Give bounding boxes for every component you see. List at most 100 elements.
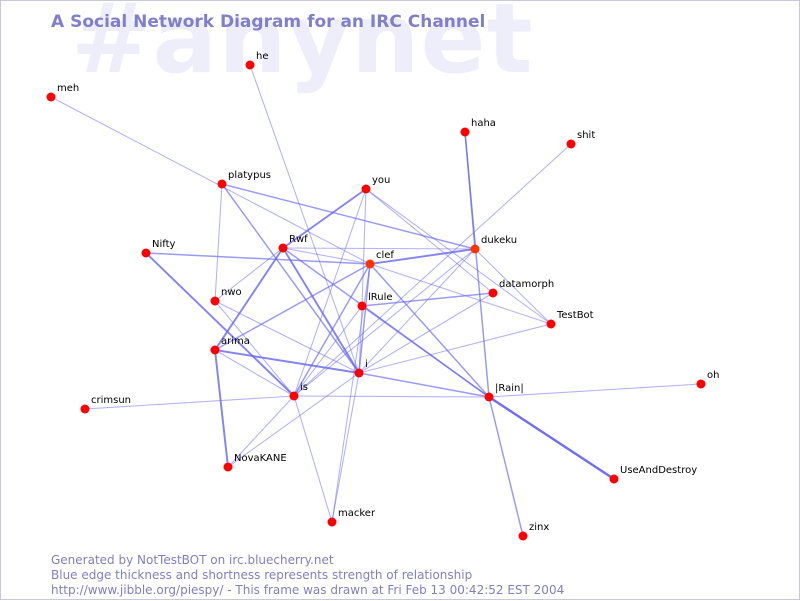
footer-generated-by: Generated by NotTestBOT on irc.bluecherr… xyxy=(51,553,334,567)
node-dot xyxy=(488,288,498,298)
node-meh: meh xyxy=(46,83,79,102)
node-lRainl: |Rain| xyxy=(484,383,524,402)
node-dot xyxy=(609,474,619,484)
node-label: crimsun xyxy=(91,395,131,406)
edge-layer xyxy=(50,64,702,537)
edge-lRule-datamorph xyxy=(361,292,494,307)
edge-lRule-lRainl xyxy=(361,305,490,398)
node-platypus: platypus xyxy=(217,170,271,189)
node-dot xyxy=(354,368,364,378)
node-is: is xyxy=(289,382,308,401)
edge-nwo-is xyxy=(214,300,295,397)
edge-shit-is xyxy=(293,143,572,397)
node-nwo: nwo xyxy=(210,287,242,306)
node-dot xyxy=(80,404,90,414)
node-he: he xyxy=(245,51,269,70)
edge-he-i xyxy=(249,64,360,374)
edge-Rwf-dukeku xyxy=(282,247,476,250)
node-arima: arima xyxy=(210,336,250,355)
edge-i-macker xyxy=(331,372,360,523)
node-Rwf: Rwf xyxy=(278,234,308,253)
node-label: UseAndDestroy xyxy=(620,465,697,476)
node-label: dukeku xyxy=(481,235,517,246)
edge-Nifty-clef xyxy=(145,252,371,265)
edge-nwo-i xyxy=(214,300,360,374)
edge-dukeku-TestBot xyxy=(474,248,552,325)
node-clef: clef xyxy=(365,250,394,269)
node-label: lRule xyxy=(368,292,393,303)
node-dot xyxy=(223,462,233,472)
node-you: you xyxy=(361,175,390,194)
edge-clef-dukeku xyxy=(369,248,476,265)
edge-Rwf-nwo xyxy=(214,247,284,302)
node-label: arima xyxy=(221,336,250,347)
node-haha: haha xyxy=(460,118,496,137)
edge-clef-is xyxy=(293,263,371,397)
edge-clef-arima xyxy=(214,263,371,351)
node-dot xyxy=(361,184,371,194)
node-label: macker xyxy=(338,508,376,519)
node-dot xyxy=(278,243,288,253)
edge-is-crimsun xyxy=(84,395,295,410)
edge-i-datamorph xyxy=(358,292,494,374)
node-dot xyxy=(357,301,367,311)
footer-url-timestamp: http://www.jibble.org/piespy/ - This fra… xyxy=(51,583,565,597)
node-label: he xyxy=(256,51,269,62)
node-dot xyxy=(696,379,706,389)
node-dot xyxy=(566,139,576,149)
node-label: i xyxy=(365,359,368,370)
node-dot xyxy=(470,244,480,254)
edge-Nifty-is xyxy=(145,252,295,397)
edge-i-NovaKANE xyxy=(227,372,360,468)
node-dot xyxy=(327,517,337,527)
node-shit: shit xyxy=(566,130,595,149)
node-Nifty: Nifty xyxy=(141,239,176,258)
node-dot xyxy=(217,179,227,189)
edge-you-datamorph xyxy=(365,188,494,294)
edge-you-lRule xyxy=(361,188,367,307)
edge-i-lRainl xyxy=(358,372,490,398)
edge-lRule-i xyxy=(358,305,363,374)
edge-lRainl-UseAndDestroy xyxy=(488,395,615,481)
footer: Generated by NotTestBOT on irc.bluecherr… xyxy=(51,553,564,598)
node-dukeku: dukeku xyxy=(470,235,517,254)
edge-arima-NovaKANE xyxy=(214,349,229,468)
node-datamorph: datamorph xyxy=(488,279,554,298)
node-oh: oh xyxy=(696,370,719,389)
node-i: i xyxy=(354,359,368,378)
node-label: NovaKANE xyxy=(234,453,287,464)
edge-you-Rwf xyxy=(282,188,367,249)
edge-haha-lRainl xyxy=(464,131,490,398)
edge-lRule-is xyxy=(293,305,363,397)
edge-lRainl-oh xyxy=(488,383,702,398)
node-dot xyxy=(46,92,56,102)
node-zinx: zinx xyxy=(518,522,549,541)
edge-Rwf-i xyxy=(282,247,360,374)
node-dot xyxy=(245,60,255,70)
channel-watermark: #anynet xyxy=(71,0,534,95)
node-dot xyxy=(210,296,220,306)
node-label: oh xyxy=(707,370,719,381)
edge-is-lRainl xyxy=(293,395,490,398)
node-label: Rwf xyxy=(289,234,308,245)
edge-clef-TestBot xyxy=(369,263,552,325)
edge-is-NovaKANE xyxy=(227,395,295,468)
node-label: clef xyxy=(376,250,394,261)
node-label: Nifty xyxy=(152,239,176,250)
node-label: meh xyxy=(57,83,79,94)
edge-lRainl-zinx xyxy=(488,396,524,537)
node-label: TestBot xyxy=(556,310,594,321)
node-crimsun: crimsun xyxy=(80,395,131,414)
edge-platypus-i xyxy=(221,183,360,374)
node-dot xyxy=(289,391,299,401)
node-TestBot: TestBot xyxy=(546,310,594,329)
node-label: platypus xyxy=(228,170,271,181)
edge-arima-is xyxy=(214,349,295,397)
edge-dukeku-i xyxy=(358,248,476,374)
edge-Rwf-clef xyxy=(282,247,371,265)
node-label: datamorph xyxy=(499,279,554,290)
edge-i-TestBot xyxy=(358,323,552,374)
node-dot xyxy=(460,127,470,137)
node-dot xyxy=(546,319,556,329)
